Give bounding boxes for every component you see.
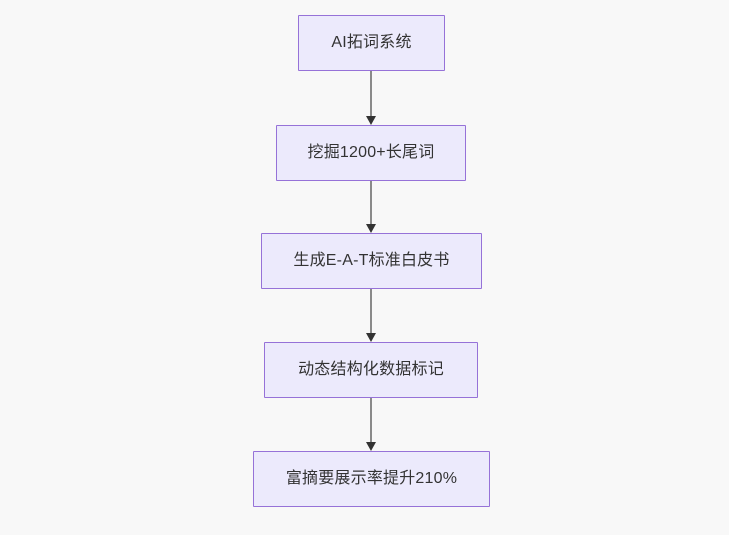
- node-dynamic-structured-data[interactable]: 动态结构化数据标记: [264, 342, 478, 398]
- node-rich-snippet-result[interactable]: 富摘要展示率提升210%: [253, 451, 490, 507]
- node-label: 生成E-A-T标准白皮书: [293, 252, 450, 269]
- arrow-head-icon: [366, 333, 376, 342]
- arrow-line-icon: [370, 71, 372, 117]
- node-mine-longtail-keywords[interactable]: 挖掘1200+长尾词: [276, 125, 466, 181]
- arrow-head-icon: [366, 116, 376, 125]
- arrow-line-icon: [370, 181, 372, 225]
- node-label: 富摘要展示率提升210%: [285, 470, 458, 487]
- arrow-head-icon: [366, 442, 376, 451]
- node-label: 挖掘1200+长尾词: [307, 144, 435, 161]
- arrow-head-icon: [366, 224, 376, 233]
- arrow-line-icon: [370, 398, 372, 443]
- node-ai-keyword-system[interactable]: AI拓词系统: [298, 15, 445, 71]
- arrow-line-icon: [370, 289, 372, 334]
- node-label: 动态结构化数据标记: [298, 361, 444, 378]
- node-label: AI拓词系统: [331, 34, 412, 51]
- node-generate-eat-whitepaper[interactable]: 生成E-A-T标准白皮书: [261, 233, 482, 289]
